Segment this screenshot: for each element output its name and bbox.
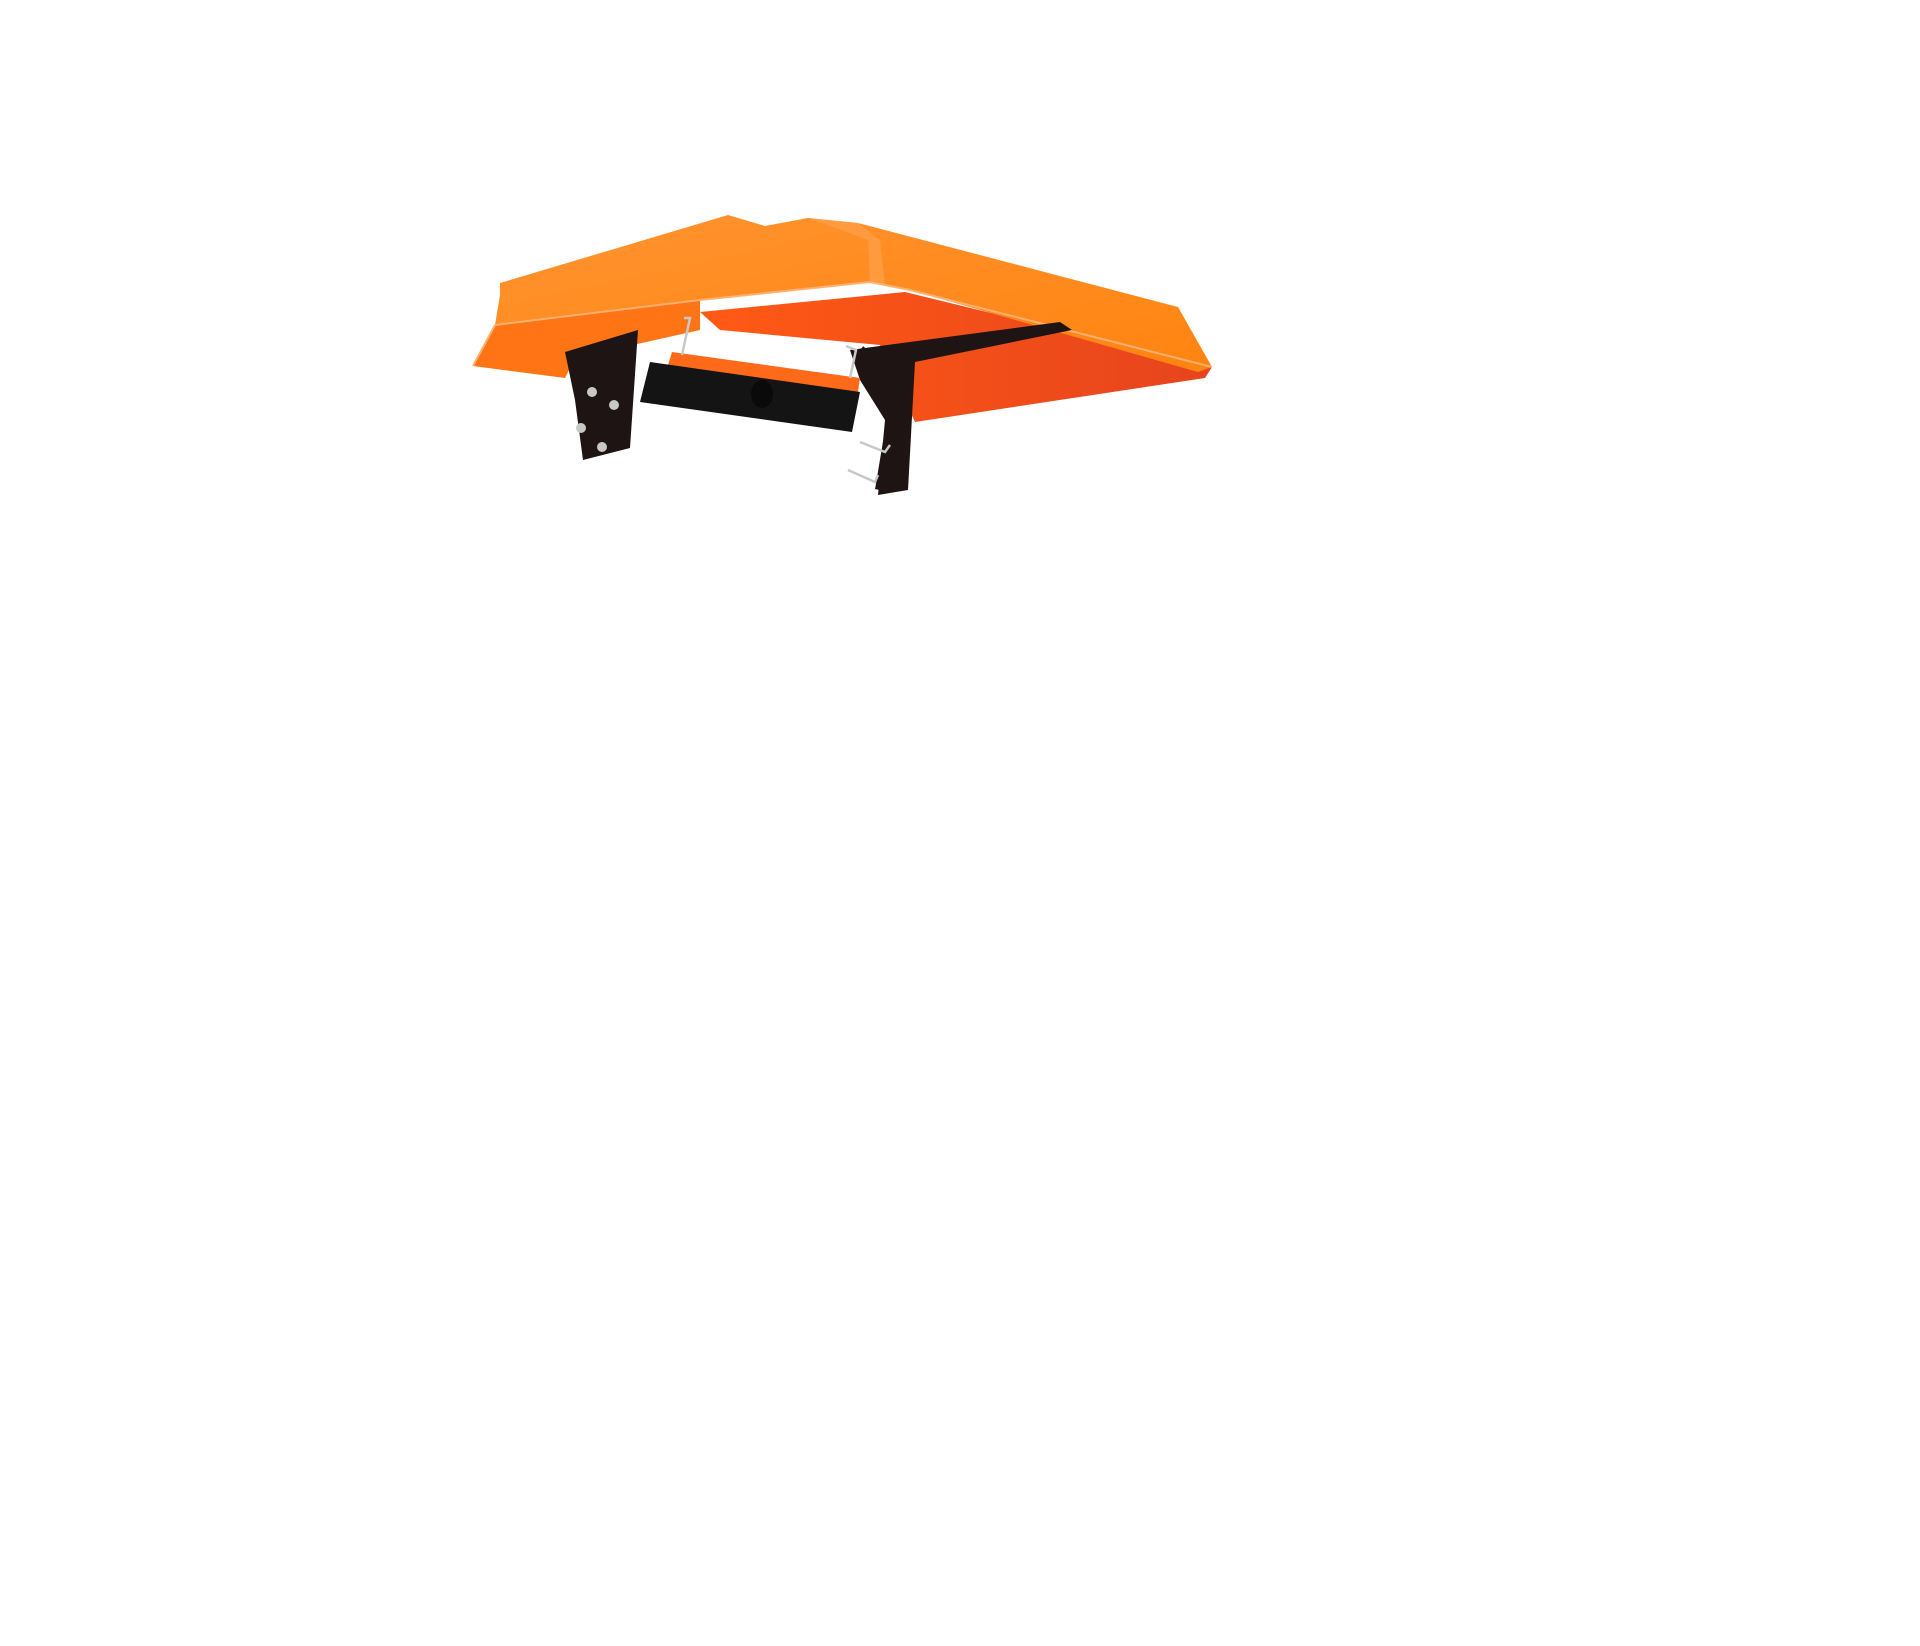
mount-clip bbox=[847, 468, 880, 484]
canopy-highlight bbox=[808, 218, 885, 285]
canopy-left-skirt bbox=[473, 300, 700, 378]
bolt-icon bbox=[576, 423, 586, 433]
right-bracket bbox=[850, 322, 1072, 495]
mount-clip bbox=[859, 440, 892, 454]
bolt-icon bbox=[609, 400, 619, 410]
light-bar-knob bbox=[751, 380, 773, 408]
left-bracket bbox=[565, 330, 638, 460]
bolt-icon bbox=[587, 387, 597, 397]
canopy-underside bbox=[700, 292, 1212, 422]
canopy-edge bbox=[472, 280, 1213, 368]
light-bar bbox=[640, 316, 892, 484]
canopy-top bbox=[495, 215, 1212, 372]
mount-clip bbox=[680, 316, 692, 356]
bolt-icon bbox=[597, 442, 607, 452]
canopy bbox=[472, 215, 1213, 422]
mount-clip bbox=[845, 344, 858, 379]
